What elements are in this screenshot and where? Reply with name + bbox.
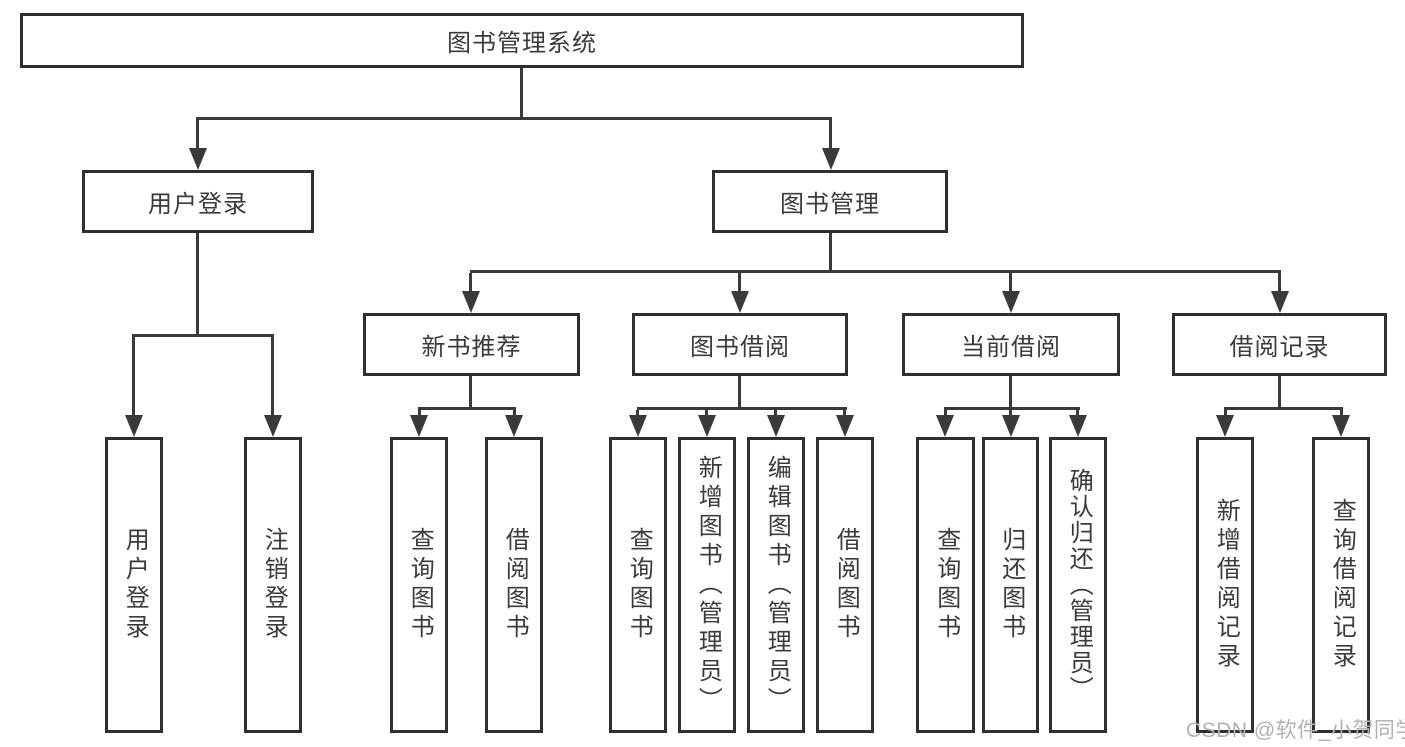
leaf-query-books-borrowing: 查询图书 [609,437,667,733]
connector-line [738,376,741,409]
node-borrowing-records: 借阅记录 [1172,313,1387,376]
connector-line [470,270,1281,273]
leaf-logout: 注销登录 [244,437,302,733]
arrow-down-icon [767,415,785,437]
arrow-down-icon [264,415,282,437]
connector-line [843,410,846,417]
connector-line [1009,273,1012,293]
connector-line [271,337,274,415]
connector-line [132,334,274,337]
arrow-down-icon [698,415,716,437]
leaf-confirm-return-admin: 确认归还（管理员） [1049,437,1107,733]
node-user-login-label: 用户登录 [148,191,248,218]
connector-line [1009,376,1012,409]
node-book-borrowing-label: 图书借阅 [690,334,790,361]
node-book-management-label: 图书管理 [780,191,880,218]
connector-line [418,407,516,410]
leaf-user-login: 用户登录 [105,437,163,733]
leaf-query-books-recommend: 查询图书 [390,437,448,733]
connector-line [1076,410,1079,417]
leaf-query-borrow-record-label: 查询借阅记录 [1328,498,1356,672]
arrow-down-icon [629,415,647,437]
connector-line [418,410,421,417]
arrow-down-icon [189,148,207,170]
leaf-edit-books-admin: 编辑图书（管理员） [747,437,805,733]
arrow-down-icon [822,148,840,170]
leaf-user-login-label: 用户登录 [121,527,149,643]
connector-line [636,410,639,417]
leaf-return-books-label: 归还图书 [997,527,1025,643]
node-current-borrowing-label: 当前借阅 [961,334,1061,361]
node-root: 图书管理系统 [20,13,1024,68]
connector-line [1278,376,1281,409]
arrow-down-icon [836,415,854,437]
connector-line [1340,410,1343,417]
leaf-borrow-books-recommend: 借阅图书 [485,437,543,733]
leaf-add-books-admin-label: 新增图书（管理员） [694,454,722,716]
leaf-borrow-books-recommend-label: 借阅图书 [501,527,529,643]
arrow-down-icon [1271,291,1289,313]
node-new-book-recommend: 新书推荐 [363,313,580,376]
leaf-logout-label: 注销登录 [260,527,288,643]
leaf-edit-books-admin-label: 编辑图书（管理员） [763,454,791,716]
node-user-login: 用户登录 [82,170,314,233]
connector-line [944,407,1080,410]
connector-line [944,410,947,417]
connector-line [513,410,516,417]
arrow-down-icon [1216,415,1234,437]
connector-line [1224,410,1227,417]
leaf-borrow-books: 借阅图书 [816,437,874,733]
connector-line [1224,407,1343,410]
leaf-query-borrow-record: 查询借阅记录 [1312,437,1370,733]
connector-line [469,376,472,409]
leaf-borrow-books-label: 借阅图书 [832,527,860,643]
connector-line [829,120,832,149]
node-new-book-recommend-label: 新书推荐 [421,334,522,361]
arrow-down-icon [410,415,428,437]
leaf-confirm-return-admin-label: 确认归还（管理员） [1065,468,1093,702]
arrow-down-icon [505,415,523,437]
arrow-down-icon [731,291,749,313]
connector-line [1278,273,1281,293]
connector-line [196,120,199,149]
arrow-down-icon [462,291,480,313]
arrow-down-icon [1069,415,1087,437]
leaf-query-books-current-label: 查询图书 [932,527,960,643]
connector-line [774,410,777,417]
connector-line [829,233,832,272]
leaf-add-borrow-record: 新增借阅记录 [1196,437,1254,733]
node-borrowing-records-label: 借阅记录 [1229,334,1330,361]
node-root-label: 图书管理系统 [447,30,597,57]
connector-line [469,273,472,293]
connector-line [132,337,135,415]
connector-line [196,233,199,335]
arrow-down-icon [1332,415,1350,437]
arrow-down-icon [1002,415,1020,437]
connector-line [196,117,832,120]
leaf-return-books: 归还图书 [982,437,1039,733]
leaf-add-books-admin: 新增图书（管理员） [678,437,736,733]
node-book-borrowing: 图书借阅 [632,313,848,376]
leaf-query-books-current: 查询图书 [916,437,975,733]
arrow-down-icon [1002,291,1020,313]
node-current-borrowing: 当前借阅 [902,313,1120,376]
csdn-watermark: CSDN @软件_小贺同学 [1186,719,1405,742]
connector-line [738,273,741,293]
connector-line [1009,410,1012,417]
connector-line [637,407,847,410]
node-book-management: 图书管理 [712,170,948,233]
arrow-down-icon [936,415,954,437]
arrow-down-icon [125,415,143,437]
connector-line [520,68,523,118]
leaf-add-borrow-record-label: 新增借阅记录 [1212,498,1240,672]
connector-line [705,410,708,417]
leaf-query-books-borrowing-label: 查询图书 [625,527,653,643]
leaf-query-books-recommend-label: 查询图书 [406,527,434,643]
